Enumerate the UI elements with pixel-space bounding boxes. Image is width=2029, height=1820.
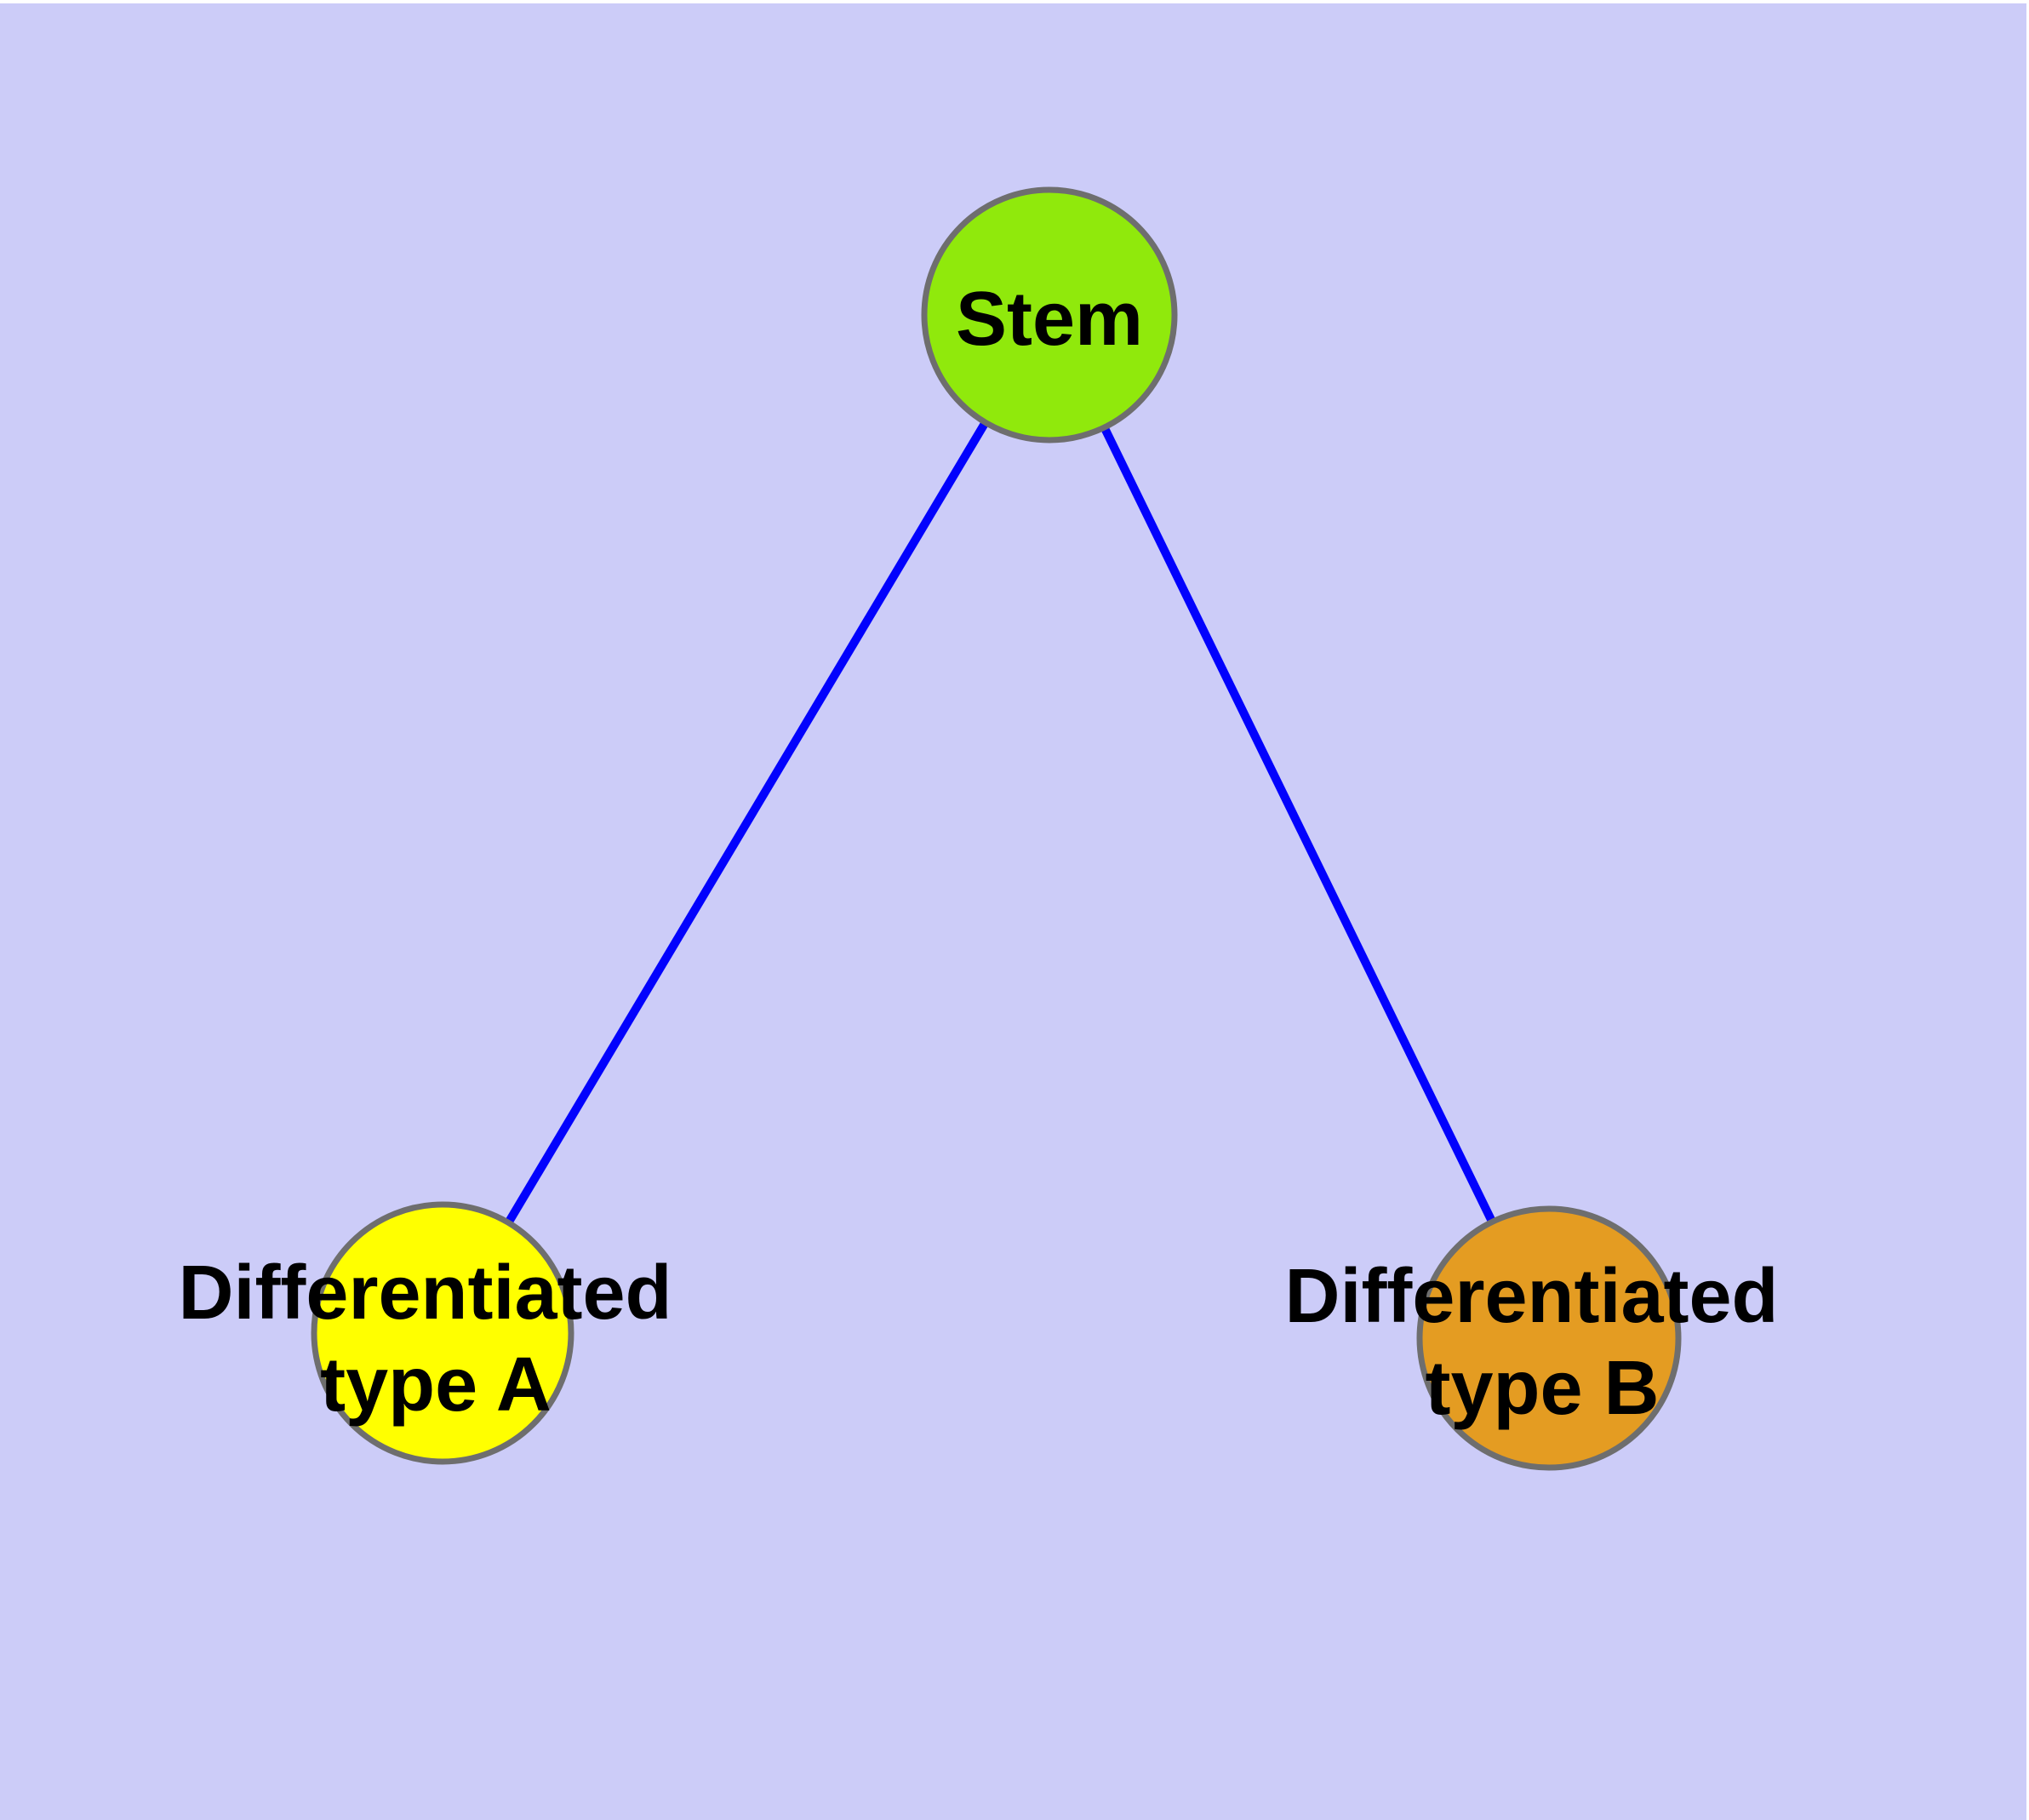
node-differentiated-type-a[interactable] (311, 1201, 574, 1465)
node-differentiated-type-b-label-line2: type B (1425, 1346, 1659, 1431)
node-differentiated-type-b-label-line1: Differentiated (1284, 1254, 1778, 1339)
edge-stem-to-type-b[interactable] (1045, 312, 1553, 1341)
node-differentiated-type-b[interactable] (1416, 1205, 1682, 1471)
node-differentiated-type-b-label: Differentiated type B (1284, 1254, 1799, 1431)
node-stem-label: Stem (956, 277, 1143, 362)
node-stem[interactable] (921, 186, 1178, 444)
node-differentiated-type-a-label: Differentiated type A (178, 1251, 693, 1428)
node-differentiated-type-a-label-line1: Differentiated (178, 1251, 672, 1336)
node-differentiated-type-a-label-line2: type A (320, 1342, 552, 1428)
edge-stem-to-type-a[interactable] (438, 312, 1054, 1336)
